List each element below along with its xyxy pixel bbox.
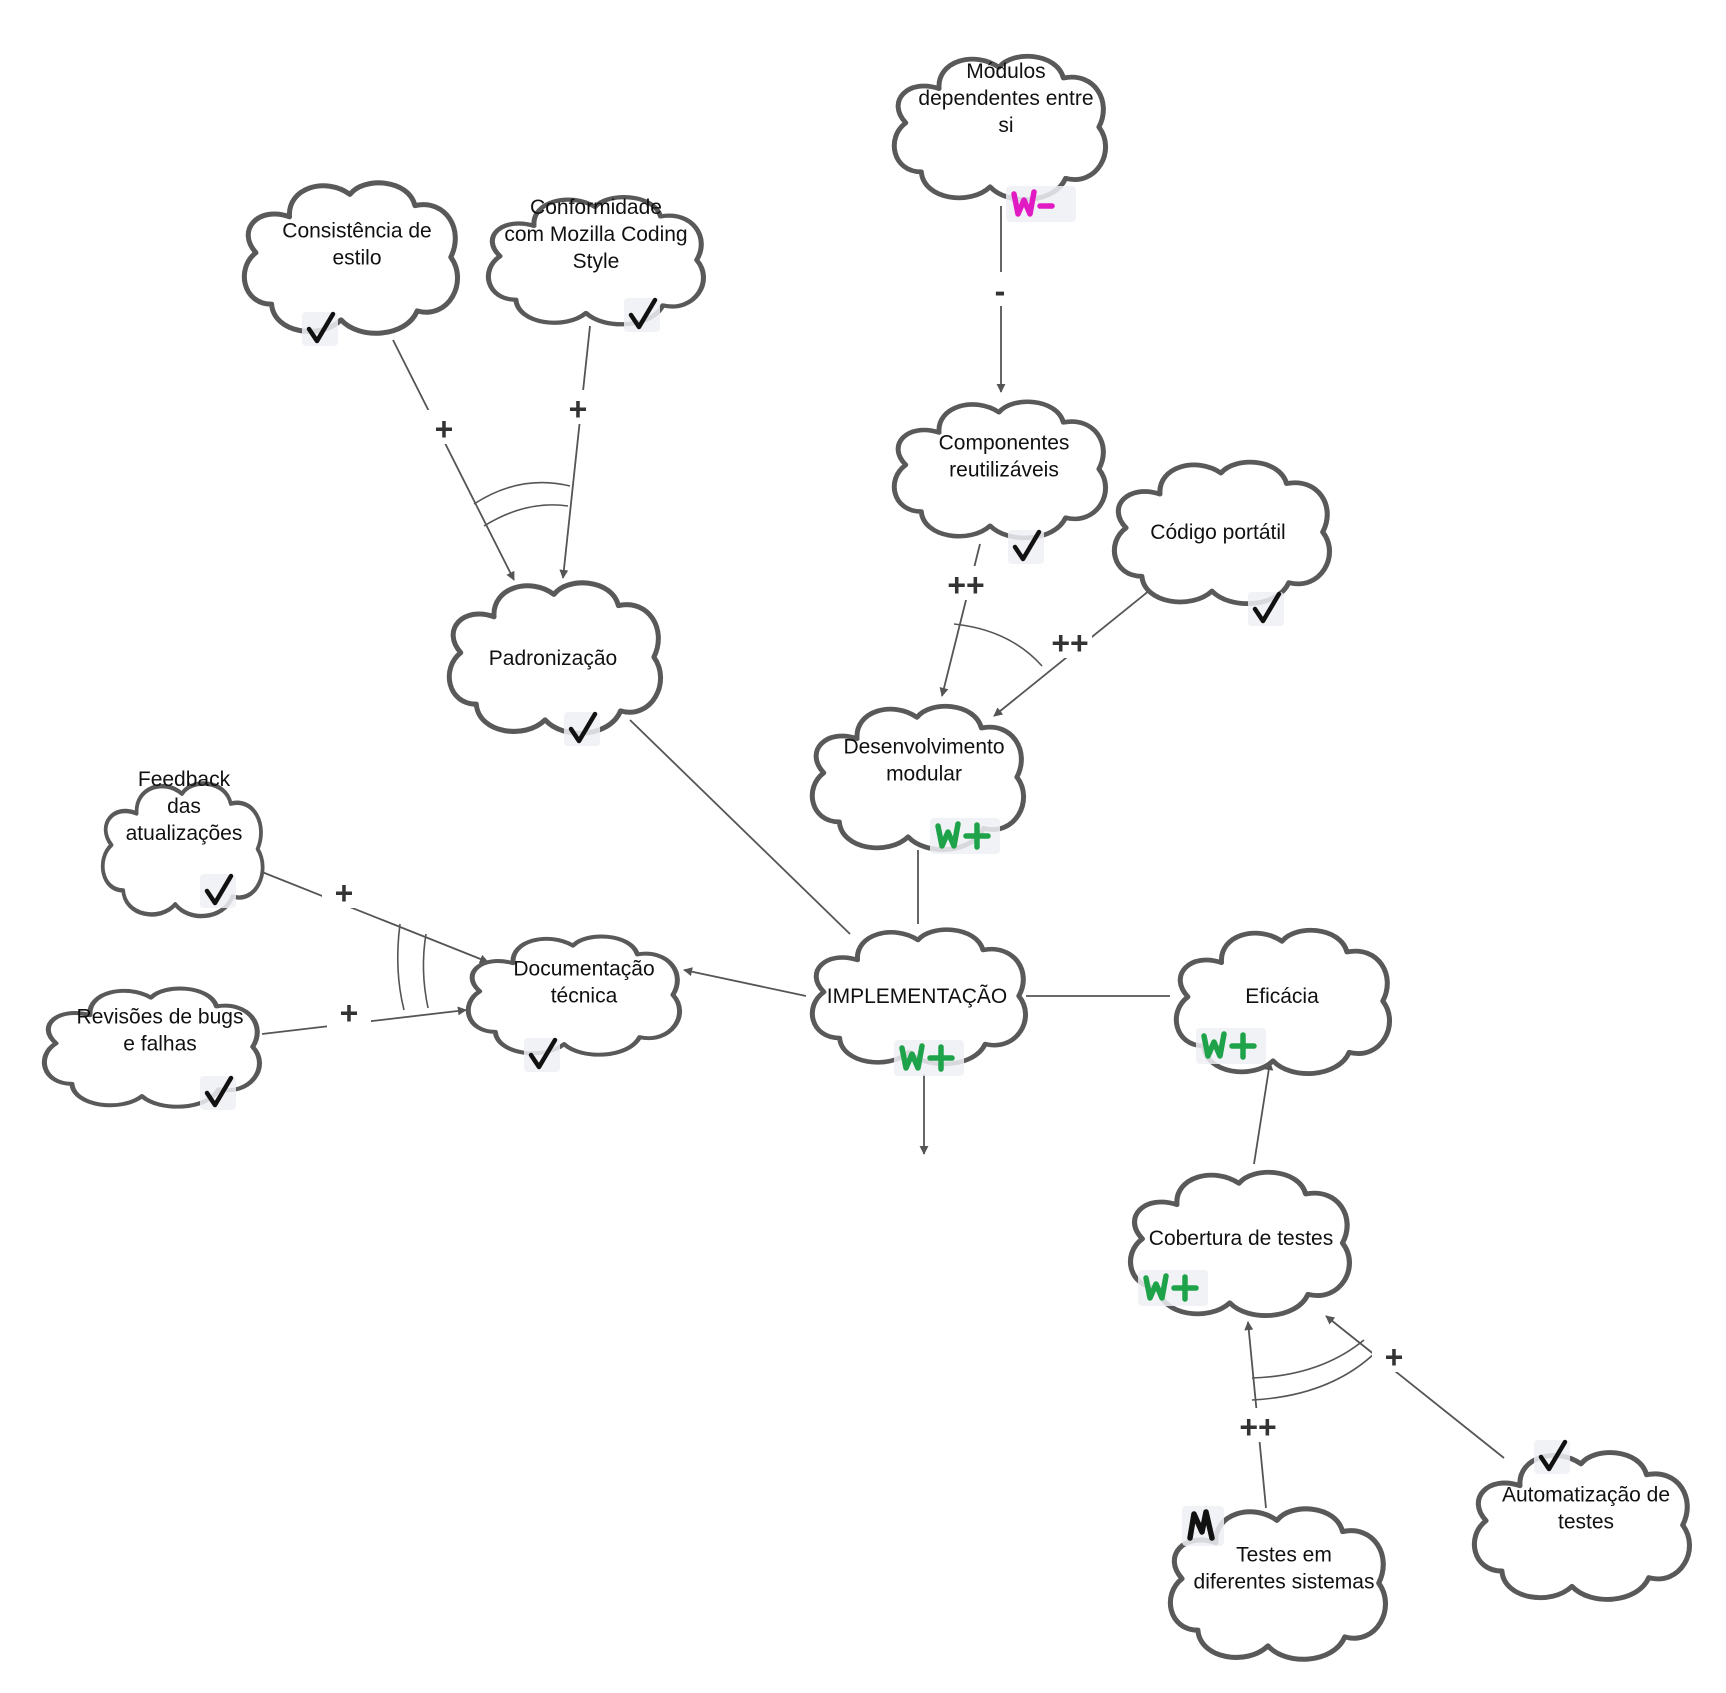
plus-icon xyxy=(1171,1274,1199,1302)
softgoal-label-line: Style xyxy=(573,250,620,273)
softgoal-label-line: Feedback xyxy=(138,768,231,791)
softgoal-label-line: Testes em xyxy=(1236,1544,1332,1567)
edge-padronizacao-to-implementacao xyxy=(629,719,851,935)
softgoal-modulos[interactable]: Módulos dependentes entre si xyxy=(894,56,1105,222)
softgoal-label-line: Automatização de xyxy=(1502,1484,1670,1507)
contribution-label: ++ xyxy=(1239,1409,1276,1445)
softgoal-label-line: Cobertura de testes xyxy=(1149,1227,1333,1250)
softgoal-eficacia[interactable]: Eficácia xyxy=(1176,930,1389,1073)
contribution-label-background xyxy=(978,272,1022,306)
softgoal-label-line: testes xyxy=(1558,1511,1614,1534)
softgoal-label-line: técnica xyxy=(551,985,618,1008)
and-arc-desenvolvimento xyxy=(953,623,1043,667)
edge-conformidade-to-padronizacao xyxy=(559,325,591,579)
softgoal-label-line: Padronização xyxy=(489,647,617,670)
contribution-label-background xyxy=(322,874,366,908)
softgoal-documentacao[interactable]: Documentação técnica xyxy=(468,937,679,1072)
and-decomposition-arcs xyxy=(396,481,1377,1401)
edge-consistencia-to-padronizacao xyxy=(392,339,515,581)
contribution-label-background xyxy=(556,390,600,424)
contribution-label-background xyxy=(1372,1338,1416,1372)
softgoal-cobertura[interactable]: Cobertura de testes xyxy=(1131,1172,1350,1315)
satisfied-check-icon xyxy=(1252,591,1282,624)
plus-icon xyxy=(927,1044,955,1072)
and-arc-cobertura-outer xyxy=(1251,1339,1365,1379)
softgoal-label-line: estilo xyxy=(332,247,381,270)
softgoal-codigo[interactable]: Código portátil xyxy=(1114,462,1329,626)
softgoal-label-line: Eficácia xyxy=(1245,985,1319,1008)
contribution-label: + xyxy=(1385,1339,1404,1375)
contribution-label: - xyxy=(995,273,1006,309)
edge-feedback-to-documentacao xyxy=(261,871,489,964)
contribution-labels: ++-+++++++++ xyxy=(322,272,1416,1445)
plus-icon xyxy=(963,822,991,850)
contribution-label-background xyxy=(944,566,988,600)
softgoal-revisoes[interactable]: Revisões de bugs e falhas xyxy=(44,989,259,1110)
softgoal-label-line: diferentes sistemas xyxy=(1194,1571,1375,1594)
contribution-label-background xyxy=(1048,624,1092,658)
satisfied-check-icon xyxy=(1012,529,1042,562)
contribution-label: + xyxy=(340,995,359,1031)
softgoal-implementacao[interactable]: IMPLEMENTAÇÃO xyxy=(812,930,1025,1076)
satisfied-check-icon xyxy=(568,711,598,744)
contribution-label: + xyxy=(335,875,354,911)
softgoal-consistencia[interactable]: Consistência de estilo xyxy=(244,183,457,346)
satisfied-check-icon xyxy=(528,1037,558,1070)
contribution-label-background xyxy=(422,410,466,444)
contribution-label: ++ xyxy=(1051,625,1088,661)
softgoal-label-line: das xyxy=(167,795,201,818)
contribution-label-background xyxy=(1236,1408,1280,1442)
softgoal-label-line: Documentação xyxy=(513,958,654,981)
and-arc-documentacao-outer xyxy=(396,923,405,1011)
contribution-label: ++ xyxy=(947,567,984,603)
satisfied-check-icon xyxy=(204,1075,234,1108)
softgoal-label-line: Desenvolvimento xyxy=(843,736,1004,759)
satisfied-check-icon xyxy=(628,297,658,330)
softgoal-componentes[interactable]: Componentes reutilizáveis xyxy=(894,402,1105,564)
softgoal-label-line: si xyxy=(998,114,1013,137)
plus-icon xyxy=(1229,1032,1257,1060)
softgoal-testes[interactable]: Testes em diferentes sistemas xyxy=(1170,1506,1385,1659)
edges-layer xyxy=(261,206,1505,1509)
softgoal-desenvolvimento[interactable]: Desenvolvimento modular xyxy=(812,706,1023,854)
satisfied-check-icon xyxy=(1538,1439,1568,1472)
weak-satisficed-icon xyxy=(1143,1273,1169,1301)
edge-implementacao-to-documentacao xyxy=(683,967,807,997)
softgoal-label-line: com Mozilla Coding xyxy=(504,223,687,246)
edge-cobertura-to-eficacia xyxy=(1253,1061,1274,1165)
softgoal-label-line: Módulos xyxy=(966,60,1045,83)
softgoal-label-line: Conformidade xyxy=(530,196,662,219)
weak-satisficed-icon xyxy=(935,821,961,849)
softgoal-label-line: Revisões de bugs xyxy=(77,1006,244,1029)
nodes-layer: Consistência de estilo Conformidade com Moz… xyxy=(44,56,1689,1659)
softgoal-label-line: Componentes xyxy=(939,432,1070,455)
denied-icon xyxy=(1187,1509,1215,1541)
satisfied-check-icon xyxy=(204,873,234,906)
weak-satisficed-icon xyxy=(1201,1031,1227,1059)
edge-automatizacao-to-cobertura xyxy=(1325,1315,1505,1459)
and-arc-padronizacao-outer xyxy=(473,481,571,505)
softgoal-label-line: dependentes entre xyxy=(918,87,1093,110)
and-arc-padronizacao-inner xyxy=(483,504,569,527)
softgoal-feedback[interactable]: Feedback das atualizações xyxy=(103,768,263,916)
softgoal-label-line: Consistência de xyxy=(282,220,431,243)
softgoal-label-line: reutilizáveis xyxy=(949,459,1059,482)
satisfied-check-icon xyxy=(306,311,336,344)
softgoal-label-line: modular xyxy=(886,763,962,786)
softgoal-automatizacao[interactable]: Automatização de testes xyxy=(1474,1439,1689,1599)
softgoal-label-line: IMPLEMENTAÇÃO xyxy=(827,984,1007,1008)
and-arc-cobertura-inner xyxy=(1251,1351,1377,1401)
contribution-label-background xyxy=(327,994,371,1028)
contribution-label: + xyxy=(569,391,588,427)
and-arc-documentacao-inner xyxy=(422,933,429,1009)
contribution-label: + xyxy=(435,411,454,447)
softgoal-padronizacao[interactable]: Padronização xyxy=(449,583,660,746)
weak-satisficed-icon xyxy=(899,1043,925,1071)
weak-denied-icon xyxy=(1011,189,1037,217)
softgoal-label-line: atualizações xyxy=(126,822,243,845)
softgoal-label-line: e falhas xyxy=(123,1033,197,1056)
softgoal-label-line: Código portátil xyxy=(1150,521,1285,544)
